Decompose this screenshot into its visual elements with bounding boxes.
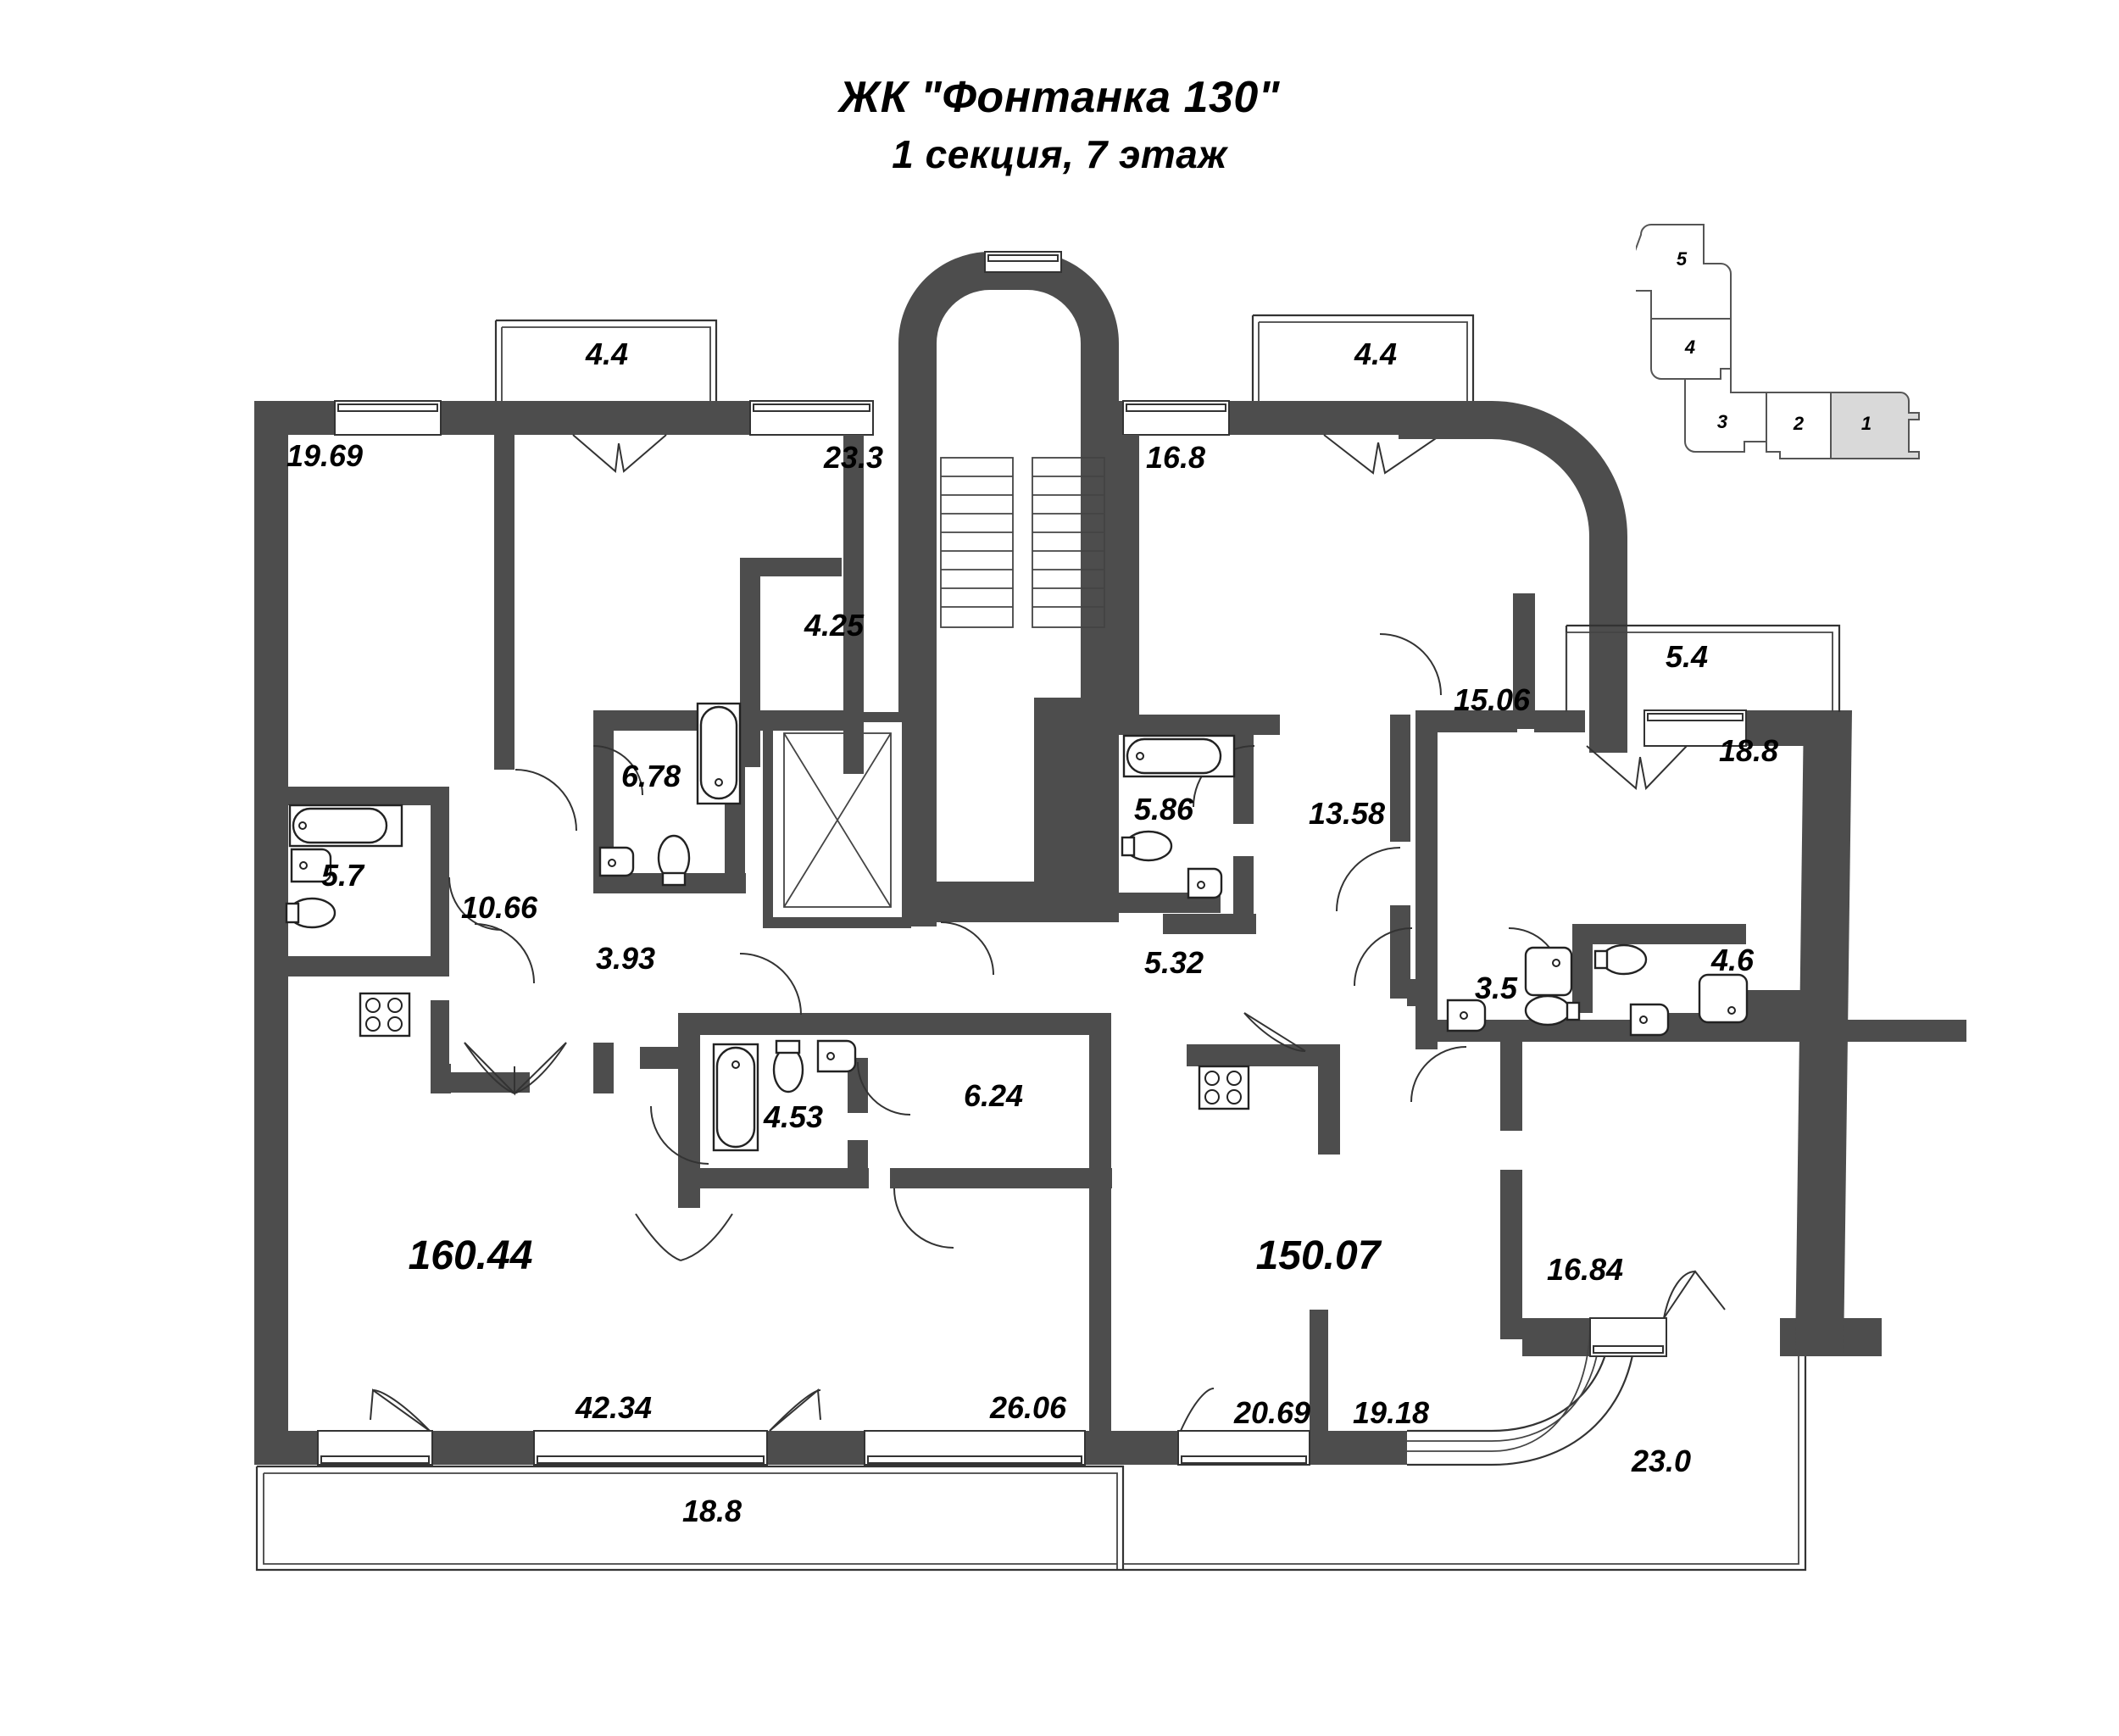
bath-4-6: 4.6 bbox=[1710, 943, 1755, 977]
bath-5-7: 5.7 bbox=[321, 858, 365, 893]
stairs-right-flight bbox=[1032, 457, 1105, 628]
room-15-06: 15.06 bbox=[1454, 682, 1531, 717]
hall-10-66: 10.66 bbox=[461, 890, 538, 925]
key-section-3 bbox=[1684, 368, 1767, 453]
bathroom-fixtures-5-86 bbox=[1121, 734, 1236, 899]
window-room-16-8 bbox=[1122, 400, 1230, 436]
key-label-3: 3 bbox=[1717, 411, 1727, 432]
balcony-23-0: 23.0 bbox=[1631, 1444, 1691, 1478]
balcony-top-left: 4.4 bbox=[585, 337, 628, 371]
stairwell bbox=[898, 251, 1119, 976]
key-label-1: 1 bbox=[1861, 413, 1872, 434]
bathroom-fixtures-6-78 bbox=[598, 702, 742, 887]
balcony-5-4 bbox=[1565, 624, 1841, 791]
bottom-windows-left bbox=[317, 1388, 1086, 1466]
room-18-8-right: 18.8 bbox=[1719, 733, 1778, 768]
balcony-top-right: 4.4 bbox=[1354, 337, 1397, 371]
key-section-5 bbox=[1636, 224, 1732, 320]
window-room-23-3 bbox=[749, 400, 874, 436]
balcony-bottom-left bbox=[255, 1465, 1125, 1572]
balcony-18-8-bottom: 18.8 bbox=[682, 1494, 742, 1528]
page-title: ЖК "Фонтанка 130" 1 секция, 7 этаж bbox=[0, 72, 2119, 179]
room-42-34: 42.34 bbox=[575, 1390, 652, 1425]
window-room-16-84 bbox=[1589, 1270, 1726, 1357]
hall-double-doors bbox=[464, 1042, 733, 1261]
bathroom-fixtures-4-53 bbox=[712, 1039, 857, 1152]
key-label-5: 5 bbox=[1677, 248, 1688, 270]
bath-5-86: 5.86 bbox=[1134, 792, 1194, 826]
room-19-18: 19.18 bbox=[1353, 1395, 1429, 1430]
room-4-25: 4.25 bbox=[804, 608, 865, 643]
key-label-4: 4 bbox=[1684, 337, 1695, 358]
balcony-5-4: 5.4 bbox=[1666, 639, 1708, 674]
room-19-69: 19.69 bbox=[286, 438, 363, 473]
key-label-2: 2 bbox=[1793, 413, 1805, 434]
bathroom-fixtures-3-5 bbox=[1446, 946, 1581, 1032]
room-23-3: 23.3 bbox=[823, 440, 883, 475]
room-16-84: 16.84 bbox=[1547, 1252, 1623, 1287]
room-26-06: 26.06 bbox=[989, 1390, 1067, 1425]
stove-left bbox=[359, 992, 411, 1038]
key-section-1-highlighted bbox=[1830, 392, 1920, 459]
room-16-8: 16.8 bbox=[1146, 440, 1205, 475]
left-apartment-walls bbox=[288, 435, 1112, 1433]
bathroom-fixtures-5-7 bbox=[285, 804, 403, 929]
hall-5-32: 5.32 bbox=[1144, 945, 1204, 980]
section-key-diagram: 5 4 3 2 1 bbox=[1636, 224, 1920, 459]
balcony-top-right bbox=[1251, 314, 1475, 475]
window-top-left bbox=[334, 400, 442, 436]
elevator-shaft bbox=[763, 712, 911, 928]
bathroom-fixtures-4-6 bbox=[1593, 943, 1749, 1037]
room-13-58: 13.58 bbox=[1309, 796, 1385, 831]
bath-4-53: 4.53 bbox=[763, 1099, 823, 1134]
apartment-left-total: 160.44 bbox=[409, 1233, 533, 1278]
room-area-labels: 4.4 19.69 23.3 16.8 4.4 4.25 5.4 15.06 18.8 6.78 5… bbox=[286, 337, 1778, 1528]
hall-3-93: 3.93 bbox=[596, 941, 655, 976]
balcony-top-left bbox=[494, 319, 718, 473]
room-6-24: 6.24 bbox=[964, 1078, 1023, 1113]
right-apartment-walls bbox=[1119, 401, 1966, 1433]
stove-right bbox=[1198, 1065, 1250, 1110]
complex-name: ЖК "Фонтанка 130" bbox=[839, 73, 1280, 122]
stairs-left-flight bbox=[940, 457, 1014, 628]
bath-6-78: 6.78 bbox=[621, 759, 681, 793]
bath-3-5: 3.5 bbox=[1475, 971, 1518, 1005]
section-floor-label: 1 секция, 7 этаж bbox=[892, 132, 1227, 176]
apartment-right-total: 150.07 bbox=[1256, 1233, 1382, 1278]
room-20-69: 20.69 bbox=[1233, 1395, 1310, 1430]
